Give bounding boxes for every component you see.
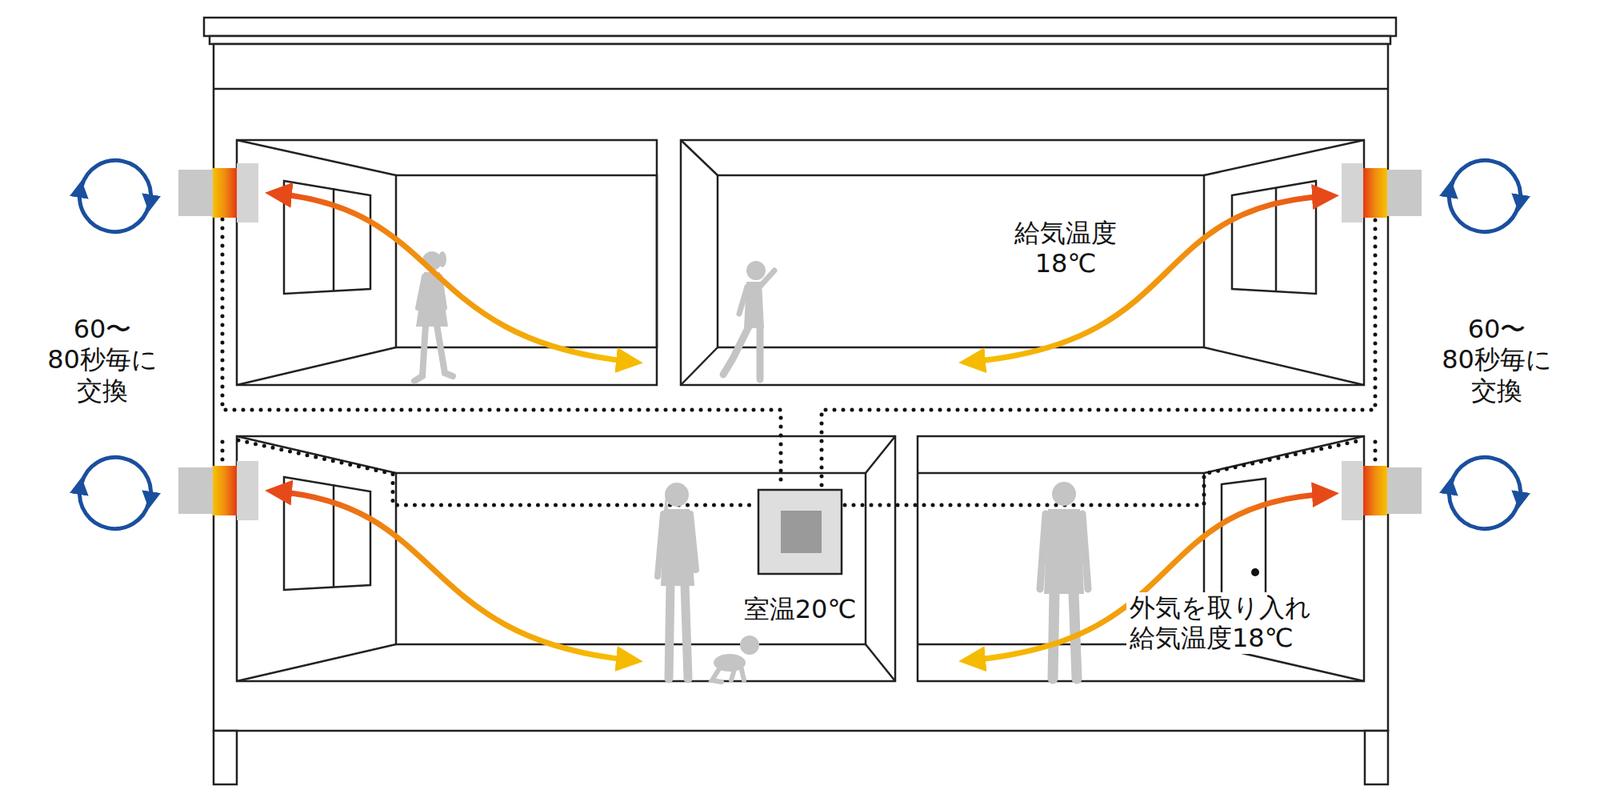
ventilation-unit	[212, 168, 237, 218]
controller-unit	[758, 489, 842, 574]
room-outline	[1204, 347, 1364, 385]
door	[1251, 568, 1260, 576]
room-outline	[917, 436, 1364, 681]
ventilation-unit	[1387, 467, 1422, 514]
exchange-cycle-arrow	[1451, 160, 1520, 201]
room-outline	[396, 472, 866, 644]
ventilation-unit	[1341, 460, 1364, 520]
person-silhouette	[1044, 508, 1084, 594]
ventilation-unit	[1387, 169, 1422, 216]
exchange-cycle-arrow	[80, 160, 1521, 528]
controller-unit	[780, 510, 822, 553]
controller-unit	[758, 489, 842, 574]
room-outline	[236, 436, 396, 473]
house-shell	[213, 88, 1388, 91]
room-outline	[236, 644, 396, 681]
person-silhouette	[1052, 481, 1076, 506]
room-outline	[1204, 140, 1364, 176]
exchange-cycle-arrow	[80, 488, 149, 529]
exchange-cycle-arrow	[80, 191, 149, 232]
ventilation-unit	[1363, 168, 1388, 218]
ventilation-unit	[236, 460, 259, 520]
room-outline	[865, 436, 896, 473]
room-outline	[917, 472, 1204, 475]
note-label: 室温20℃	[740, 593, 860, 624]
ventilation-unit	[212, 465, 237, 516]
house-shell	[204, 17, 1396, 36]
airflow-arrow	[276, 491, 632, 660]
airflow-arrow	[969, 493, 1328, 660]
room-outline	[680, 347, 718, 385]
person-silhouette	[740, 635, 760, 655]
house-shell	[204, 17, 1396, 784]
exchange-cycle-arrow	[81, 456, 151, 498]
ventilation-unit	[178, 163, 1422, 520]
room-outline	[717, 175, 1204, 348]
note-label: 60〜80秒毎に 交換	[1438, 313, 1556, 406]
person-silhouette	[712, 665, 744, 682]
note-label: 外気を取り入れ 給気温度18℃	[1126, 592, 1315, 654]
person-silhouette	[414, 251, 1088, 682]
room-outline	[236, 347, 396, 385]
person-silhouette	[668, 584, 688, 679]
control-wiring	[222, 219, 781, 485]
exchange-cycle-arrow	[81, 160, 151, 201]
airflow-arrow	[969, 196, 1328, 362]
exchange-cycle-arrow	[1449, 191, 1519, 232]
person-silhouette	[723, 326, 760, 380]
person-silhouette	[1040, 513, 1088, 589]
airflow-arrow	[276, 193, 1328, 660]
control-wiring	[222, 219, 1376, 505]
ventilation-unit	[178, 169, 213, 216]
room-outline	[236, 140, 396, 176]
person-silhouette	[664, 482, 689, 507]
person-silhouette	[746, 260, 766, 280]
note-label: 60〜80秒毎に 交換	[44, 313, 161, 406]
room-outline	[680, 140, 718, 176]
room-outline	[236, 436, 896, 681]
ventilation-unit	[1341, 163, 1364, 223]
window	[284, 180, 1316, 590]
ventilation-unit	[1363, 465, 1388, 516]
person-silhouette	[657, 513, 696, 576]
ventilation-unit	[236, 163, 259, 223]
exchange-cycle-arrow	[1451, 456, 1520, 498]
person-silhouette	[414, 324, 453, 381]
airflow-arrow	[276, 193, 632, 362]
person-silhouette	[438, 251, 447, 268]
room-outline	[865, 644, 896, 681]
person-silhouette	[739, 270, 775, 314]
ventilation-unit	[178, 467, 213, 514]
exchange-cycle-arrow	[1449, 488, 1519, 529]
control-wiring	[844, 440, 1362, 505]
house-shell	[213, 44, 1388, 731]
room-outline	[236, 140, 657, 385]
house-shell	[209, 36, 1391, 44]
note-label: 給気温度 18℃	[1011, 217, 1120, 280]
room-outline	[396, 175, 657, 348]
house-shell	[213, 730, 237, 784]
room-outline	[680, 140, 1364, 385]
house-shell	[1364, 730, 1388, 784]
